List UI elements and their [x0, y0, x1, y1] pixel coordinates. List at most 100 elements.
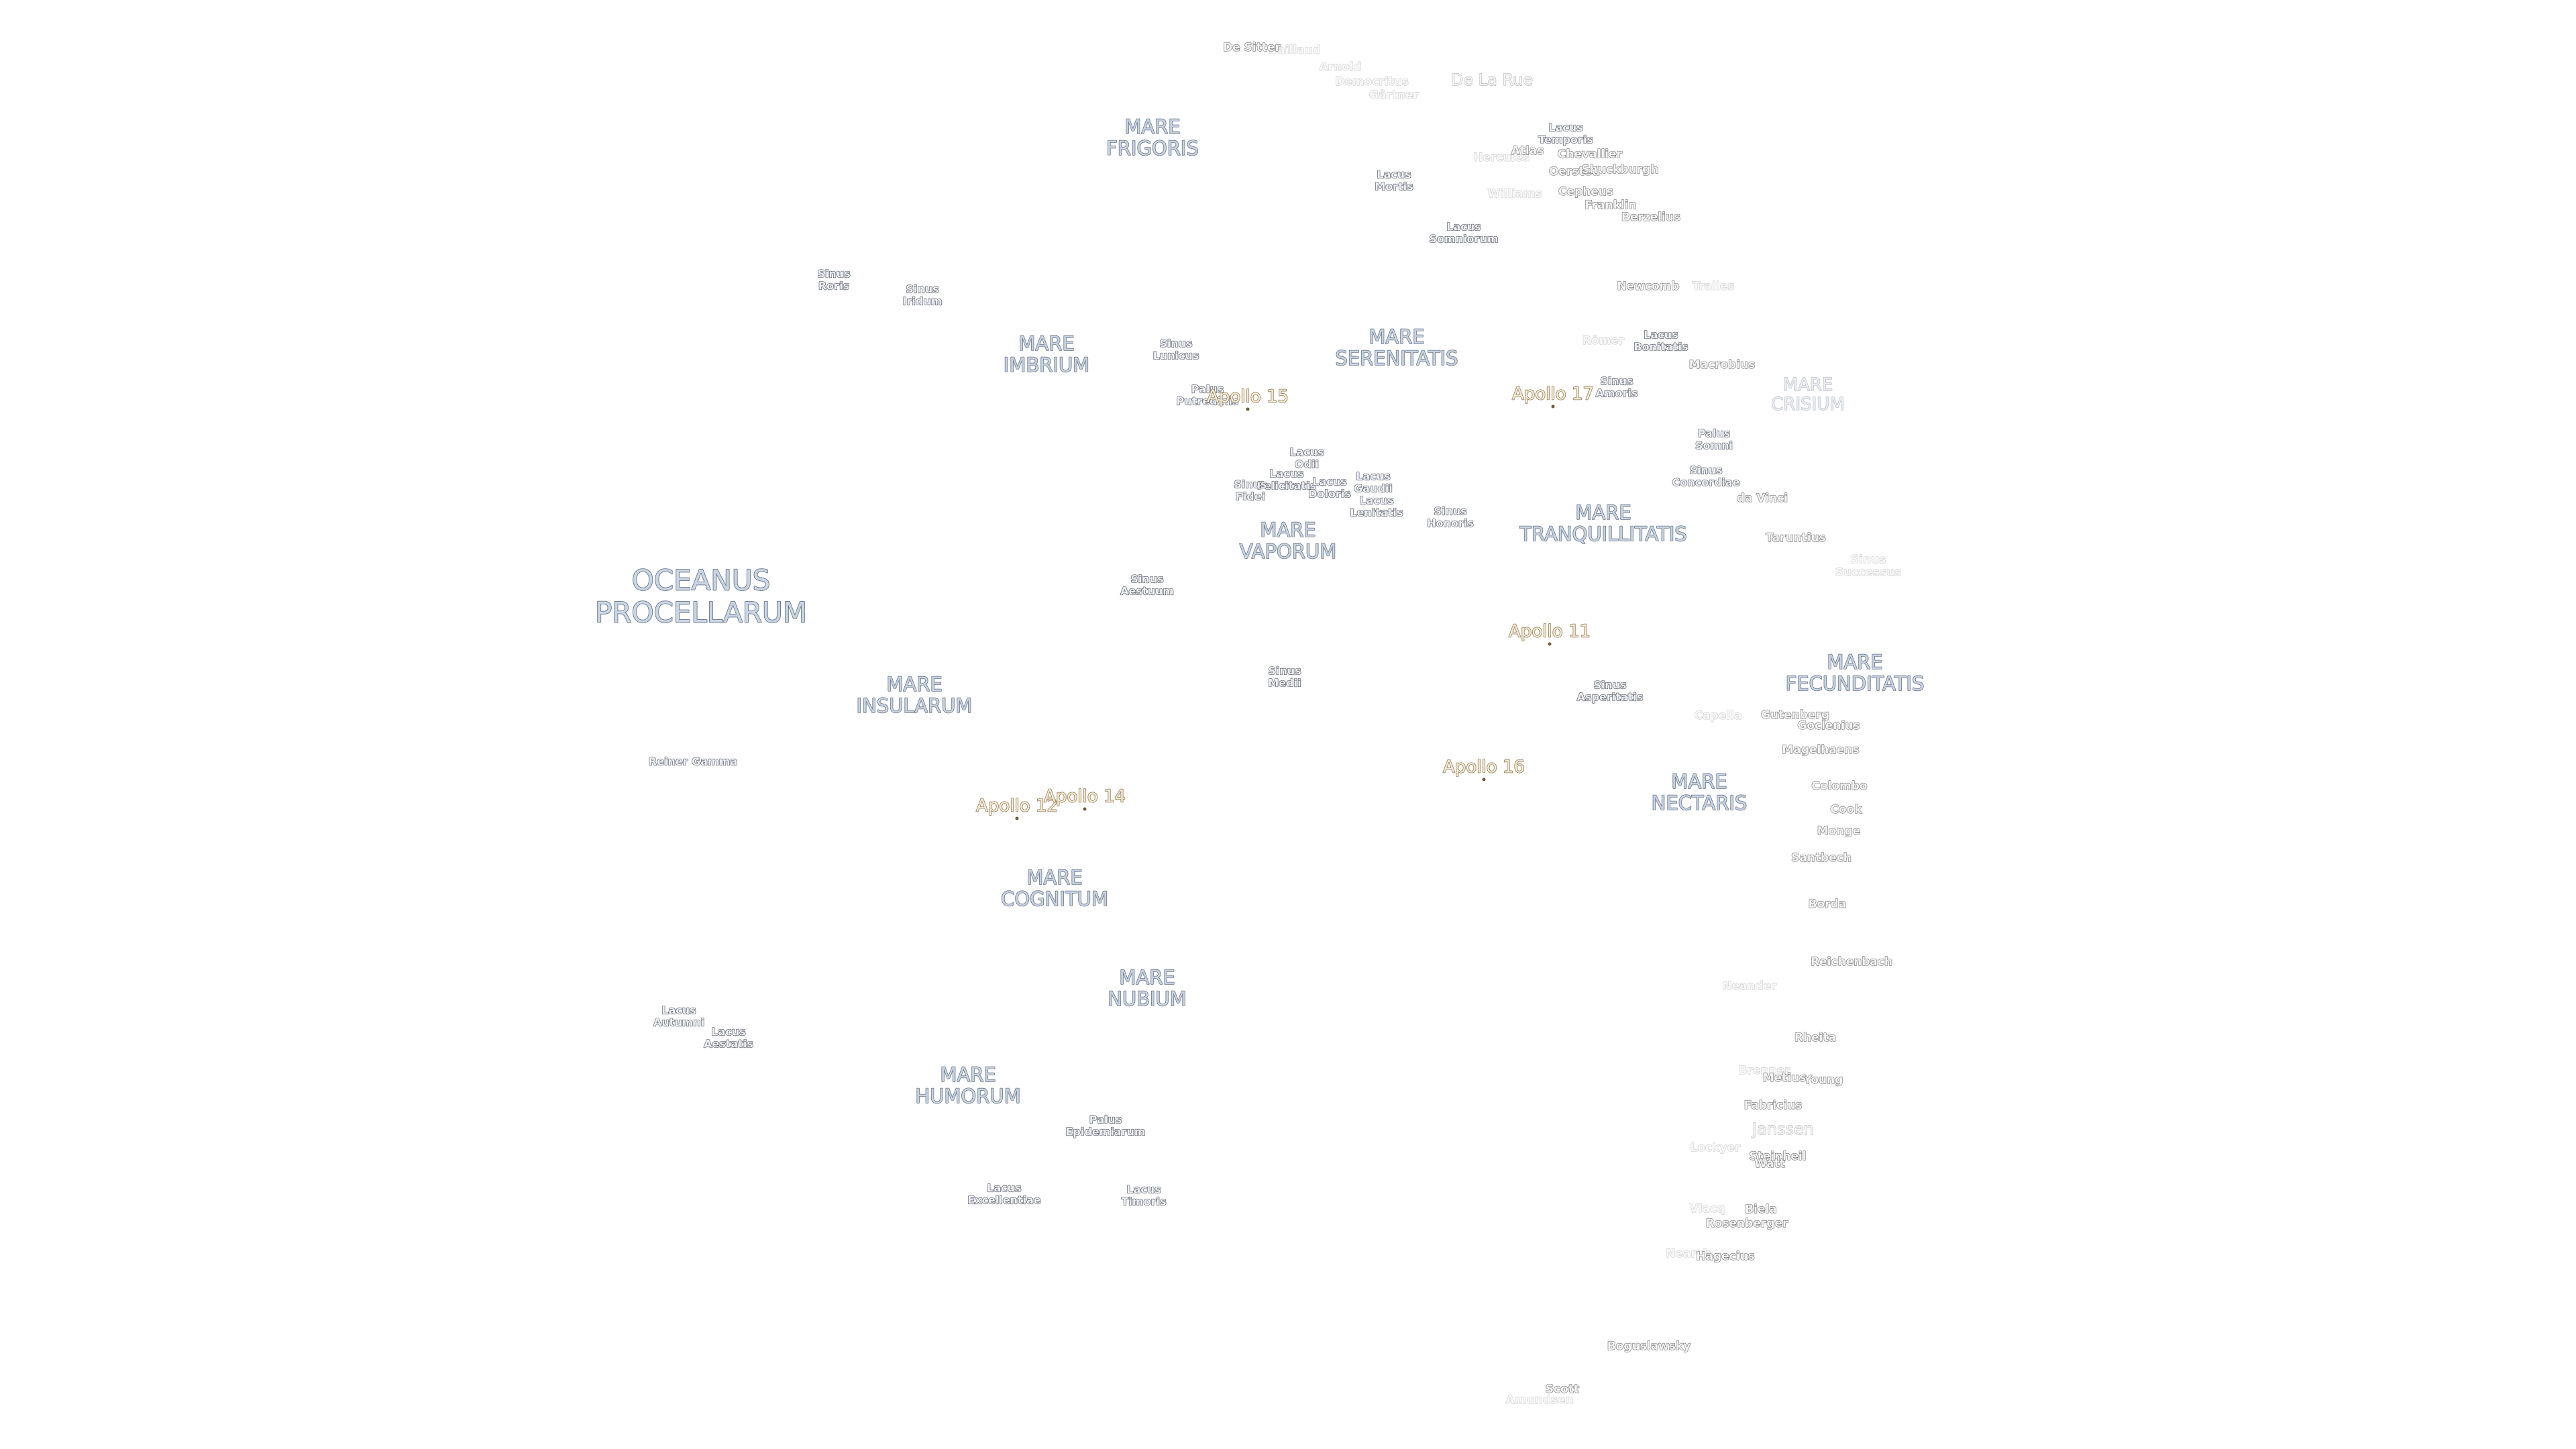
- magelhaens-label: Magelhaens: [1782, 743, 1859, 757]
- mare-nubium-label-line-1: NUBIUM: [1108, 987, 1187, 1010]
- williams-label-line-0: Williams: [1487, 187, 1542, 201]
- lacus-somniorum-label-line-1: Somniorum: [1429, 233, 1498, 246]
- mare-serenitatis-label-line-1: SERENITATIS: [1335, 347, 1458, 370]
- macrobius-label-line-0: Macrobius: [1689, 358, 1756, 372]
- mare-crisium-label-line-1: CRISIUM: [1771, 394, 1845, 415]
- williams-label: Williams: [1487, 187, 1542, 201]
- sinus-iridum-label-line-0: Sinus: [906, 283, 938, 296]
- franklin-label-line-0: Franklin: [1585, 199, 1637, 212]
- baillaud-label-line-0: Baillaud: [1269, 44, 1321, 57]
- hercules-label: Hercules: [1473, 151, 1529, 164]
- metius-label-line-0: Metius: [1763, 1071, 1807, 1085]
- cook-label-line-0: Cook: [1830, 803, 1862, 816]
- mare-serenitatis-label-line-0: MARE: [1368, 325, 1424, 348]
- mare-nectaris-label-line-0: MARE: [1671, 770, 1727, 793]
- hagecius-label-line-0: Hagecius: [1696, 1250, 1755, 1263]
- lacus-excellentiae-label-line-0: Lacus: [987, 1182, 1021, 1195]
- atlas-label: Atlas: [1511, 144, 1544, 158]
- gutenberg-label: Gutenberg: [1761, 708, 1829, 722]
- santbech-label: Santbech: [1791, 851, 1851, 865]
- democritus-label: Democritus: [1335, 75, 1409, 89]
- apollo-15-label: Apollo 15: [1207, 387, 1289, 407]
- apollo-16-label: Apollo 16: [1443, 757, 1525, 777]
- lacus-felicitatis-label-line-1: Felicitatis: [1257, 480, 1316, 492]
- lacus-timoris-label-line-1: Timoris: [1122, 1195, 1167, 1208]
- palus-putredinis-label-line-0: Palus: [1191, 383, 1224, 396]
- sinus-lunicus-label-line-0: Sinus: [1159, 337, 1192, 350]
- lacus-lenitatis-label-line-0: Lacus: [1359, 494, 1393, 507]
- borda-label-line-0: Borda: [1809, 898, 1847, 911]
- young-label-line-0: Young: [1803, 1073, 1843, 1087]
- lacus-mortis-label-line-1: Mortis: [1375, 180, 1413, 193]
- fabricius-label: Fabricius: [1744, 1099, 1803, 1112]
- baillaud-label: Baillaud: [1269, 44, 1321, 57]
- shuckburgh-label-line-0: Shuckburgh: [1582, 163, 1659, 176]
- sinus-amoris-label-line-0: Sinus: [1600, 375, 1633, 388]
- newcomb-label: Newcomb: [1617, 280, 1679, 293]
- vlacq-label-line-0: Vlacq: [1690, 1202, 1725, 1216]
- gutenberg-label-line-0: Gutenberg: [1761, 708, 1829, 722]
- steinheil-label-line-0: Steinheil: [1749, 1150, 1806, 1163]
- reiner-gamma-label-line-0: Reiner Gamma: [649, 755, 737, 768]
- reiner-gamma-label: Reiner Gamma: [649, 755, 737, 768]
- reichenbach-label: Reichenbach: [1811, 955, 1892, 969]
- mare-cognitum-label-line-0: MARE: [1026, 866, 1082, 889]
- apollo-14-marker: [1083, 807, 1087, 811]
- fabricius-label-line-0: Fabricius: [1744, 1099, 1803, 1112]
- oceanus-procellarum-label-line-0: OCEANUS: [632, 564, 770, 597]
- lacus-excellentiae-label-line-1: Excellentiae: [967, 1194, 1041, 1207]
- lockyer-label: Lockyer: [1690, 1141, 1741, 1155]
- nearch-label: Nearch: [1666, 1247, 1711, 1260]
- lacus-doloris-label-line-0: Lacus: [1312, 476, 1346, 488]
- sinus-roris-label-line-0: Sinus: [817, 268, 850, 280]
- mare-imbrium-label-line-1: IMBRIUM: [1004, 354, 1089, 376]
- lacus-timoris-label-line-0: Lacus: [1126, 1183, 1161, 1196]
- berzelius-label-line-0: Berzelius: [1621, 211, 1680, 224]
- cepheus-label-line-0: Cepheus: [1558, 185, 1613, 199]
- lacus-mortis-label-line-0: Lacus: [1377, 168, 1411, 181]
- sinus-concordiae-label-line-0: Sinus: [1689, 464, 1722, 477]
- gartner-label: Gärtner: [1369, 89, 1419, 102]
- capella-label: Capella: [1695, 709, 1742, 722]
- palus-putredinis-label-line-1: Putredinis: [1177, 395, 1239, 408]
- sinus-medii-label-line-0: Sinus: [1268, 665, 1301, 678]
- sinus-fidei-label-line-1: Fidei: [1236, 490, 1265, 503]
- rosenberger-label: Rosenberger: [1706, 1217, 1788, 1230]
- palus-somni-label-line-1: Somni: [1695, 439, 1733, 452]
- brenner-label: Brenner: [1739, 1064, 1791, 1077]
- sinus-lunicus-label-line-1: Lunicus: [1153, 350, 1199, 362]
- amundsen-label: Amundsen: [1506, 1393, 1574, 1407]
- de-la-rue-label: De La Rue: [1451, 70, 1533, 89]
- watt-label-line-0: Watt: [1754, 1157, 1785, 1171]
- da-vinci-label: da Vinci: [1737, 492, 1788, 505]
- mare-frigoris-label-line-0: MARE: [1124, 115, 1180, 138]
- sinus-roris-label-line-1: Roris: [818, 280, 849, 292]
- boguslawsky-label-line-0: Boguslawsky: [1607, 1340, 1691, 1353]
- sinus-aestuum-label-line-0: Sinus: [1130, 573, 1163, 586]
- neander-label: Neander: [1722, 979, 1777, 993]
- mare-imbrium-label-line-0: MARE: [1018, 332, 1074, 355]
- lacus-somniorum-label-line-0: Lacus: [1446, 221, 1481, 233]
- hercules-label-line-0: Hercules: [1473, 151, 1529, 164]
- berzelius-label: Berzelius: [1621, 211, 1680, 224]
